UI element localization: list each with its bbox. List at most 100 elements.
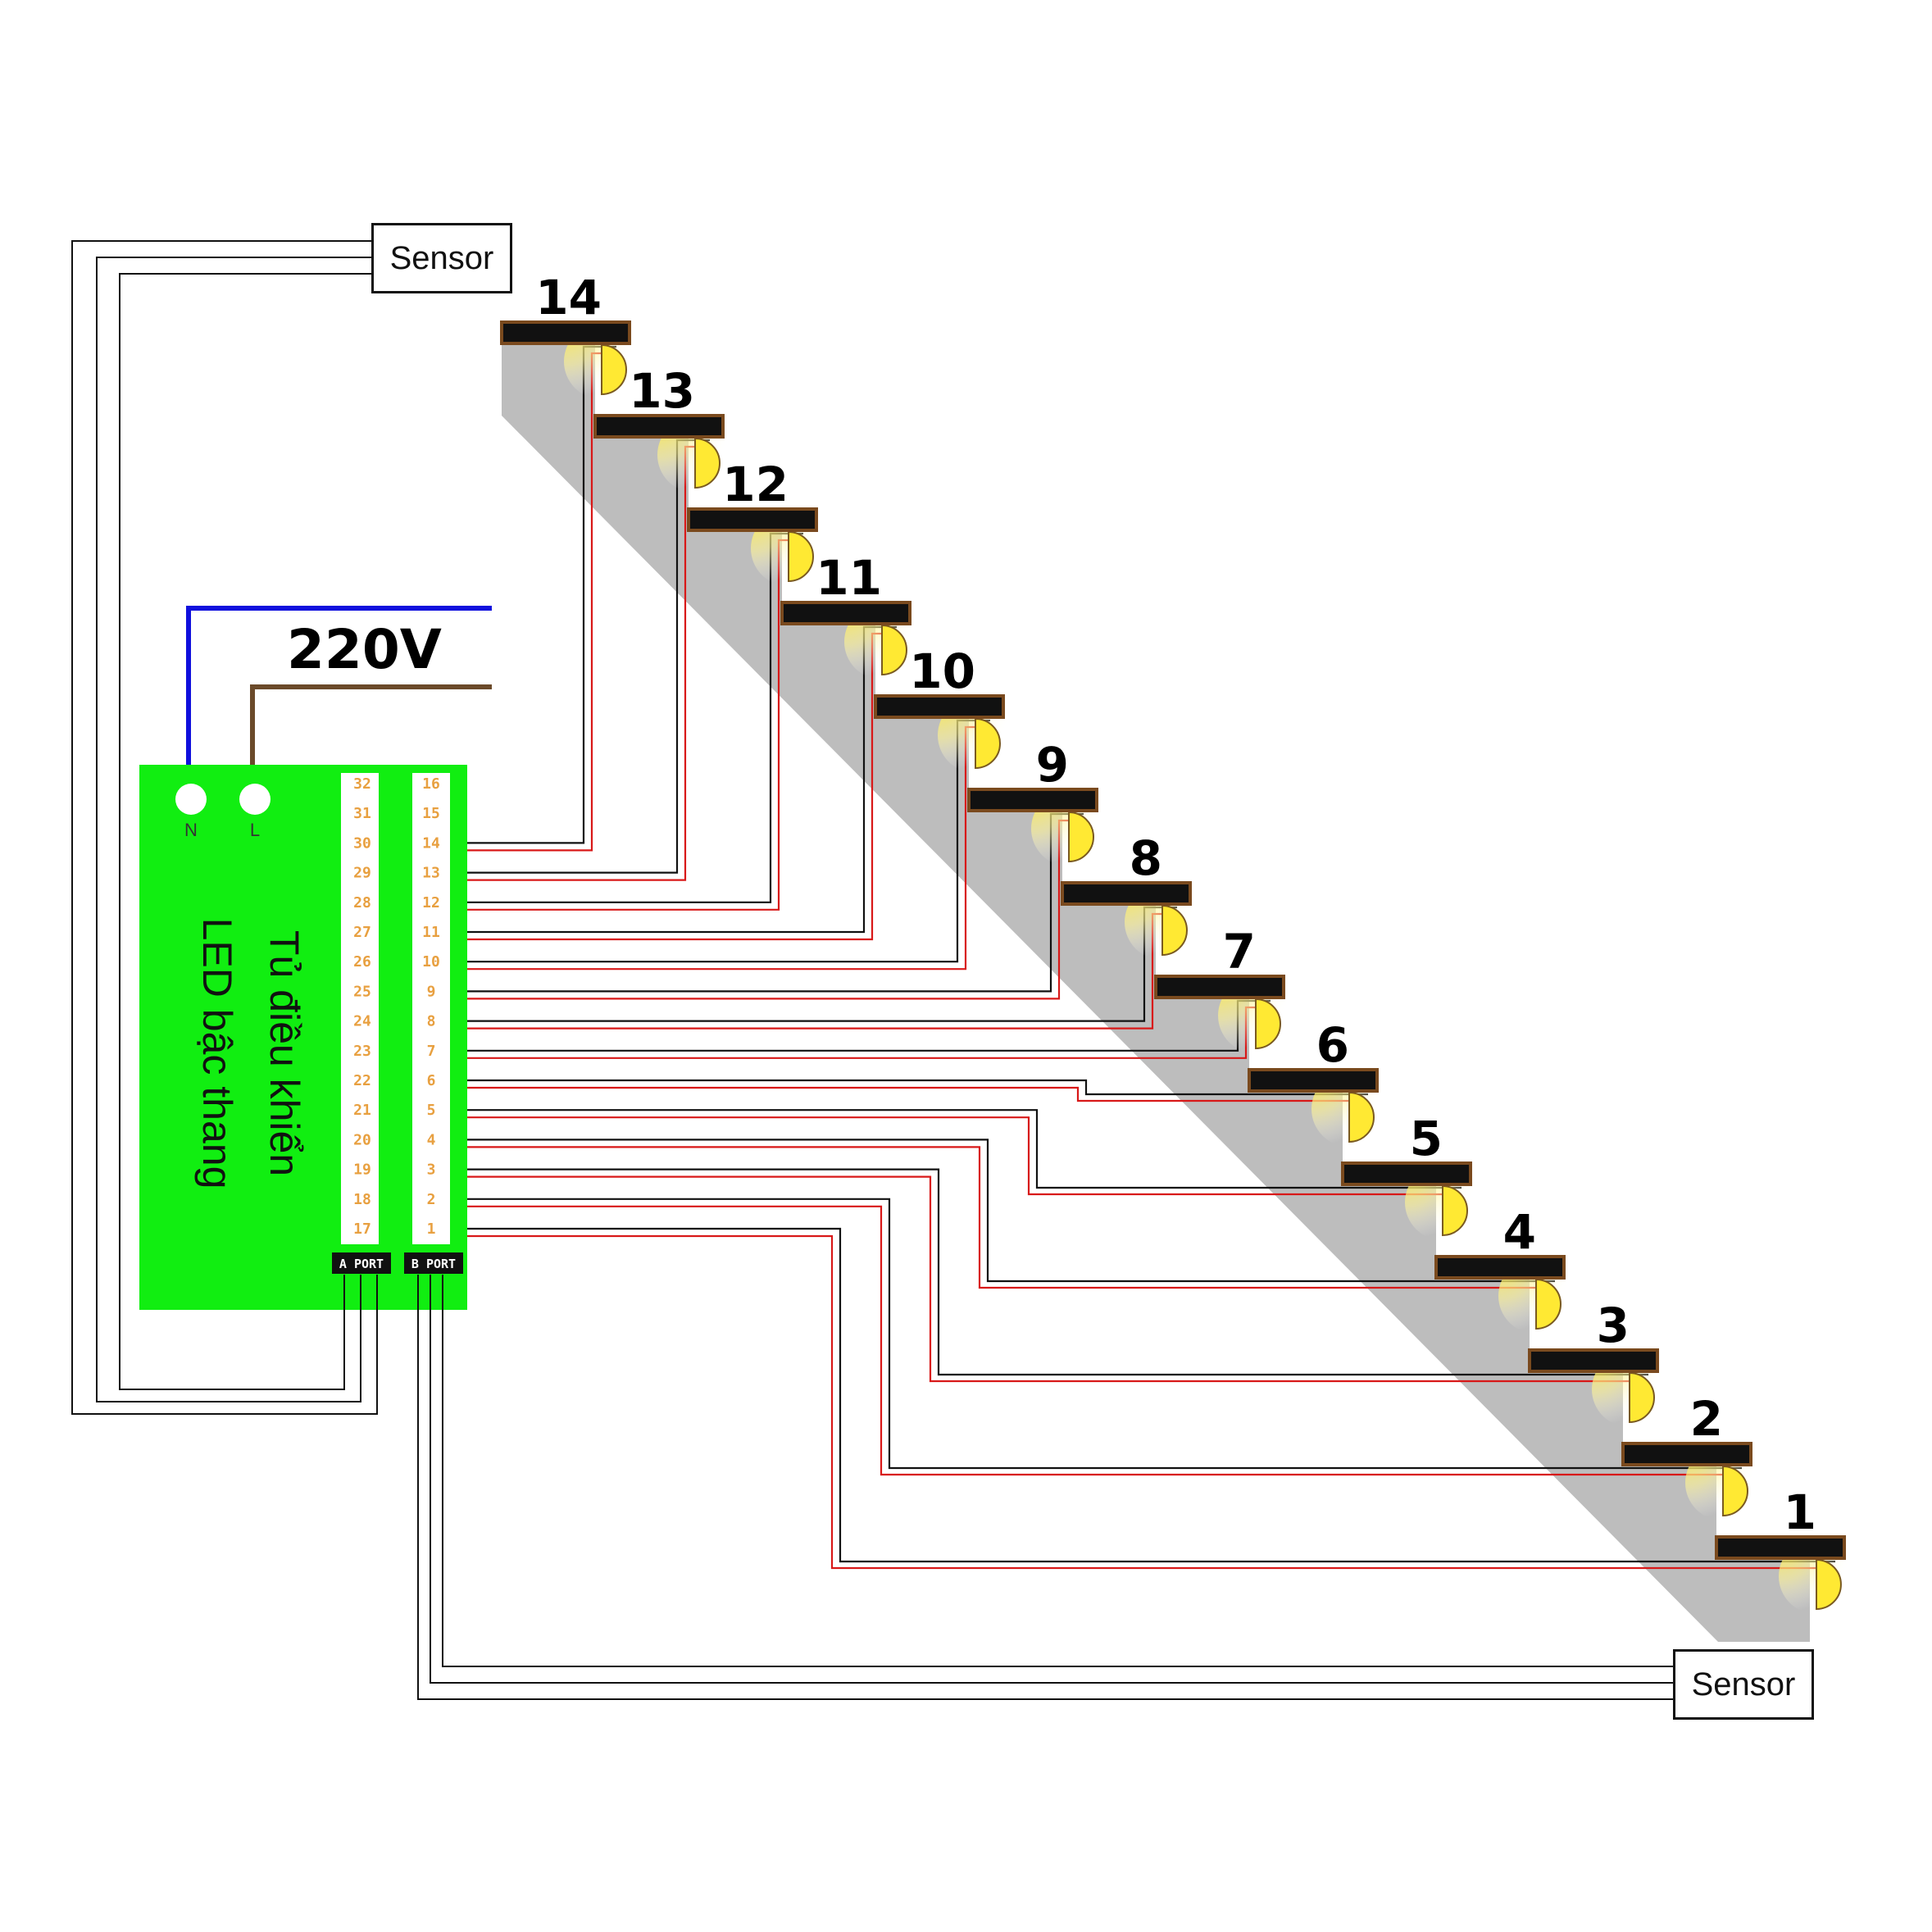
terminal-number-b: 10 (422, 953, 440, 971)
step-tread (1154, 975, 1285, 999)
terminal-number-a: 27 (353, 924, 371, 941)
led-light (1629, 1371, 1655, 1424)
sensor-top[interactable]: Sensor (371, 223, 512, 293)
terminal-number-a: 18 (353, 1191, 371, 1208)
step-number: 2 (1690, 1391, 1723, 1447)
step-number: 12 (722, 457, 789, 512)
led-light (975, 717, 1001, 770)
terminal-number-b: 8 (427, 1013, 436, 1030)
step-tread (1715, 1535, 1846, 1560)
terminal-number-a: 24 (353, 1013, 371, 1030)
terminal-l[interactable] (239, 784, 270, 815)
led-light (1816, 1558, 1842, 1611)
terminal-number-b: 11 (422, 924, 440, 941)
step-number: 7 (1223, 924, 1256, 980)
led-light (1068, 811, 1094, 863)
step-number: 5 (1410, 1111, 1443, 1166)
terminal-number-b: 1 (427, 1221, 436, 1238)
board-title-line1: Tủ điều khiển (261, 930, 307, 1176)
board-title: Tủ điều khiển LED bậc thang (194, 918, 307, 1189)
step-number: 14 (535, 270, 602, 325)
neutral-wire (186, 606, 492, 795)
terminal-number-a: 22 (353, 1072, 371, 1089)
sensor-top-cable-3 (119, 273, 373, 1390)
terminal-number-a: 19 (353, 1161, 371, 1179)
terminal-number-b: 14 (422, 834, 440, 852)
step-tread (1248, 1068, 1379, 1093)
terminal-number-a: 23 (353, 1043, 371, 1060)
board-title-line2: LED bậc thang (194, 918, 240, 1189)
port-b[interactable] (404, 1252, 463, 1274)
led-light (1161, 904, 1188, 957)
step-wire-black (450, 1227, 1835, 1563)
port-a-label: A PORT (339, 1257, 384, 1271)
terminal-number-a: 28 (353, 894, 371, 911)
step-wire-red (450, 1234, 1835, 1570)
step-tread (1621, 1442, 1752, 1466)
terminal-strip-a (341, 773, 379, 1244)
terminal-strip-b (412, 773, 450, 1244)
sensor-top-label: Sensor (389, 239, 494, 276)
terminal-number-b: 12 (422, 894, 440, 911)
step-wire-black (450, 1109, 1462, 1189)
terminal-number-a: 17 (353, 1221, 371, 1238)
step-wire-black (450, 1139, 1555, 1283)
step-tread (874, 694, 1005, 719)
terminal-number-a: 32 (353, 775, 371, 793)
terminal-number-a: 21 (353, 1102, 371, 1119)
terminal-number-a: 30 (353, 834, 371, 852)
step-tread (967, 788, 1098, 812)
terminal-number-a: 26 (353, 953, 371, 971)
sensor-bottom-cable-3 (442, 1275, 1675, 1667)
terminal-number-a: 25 (353, 983, 371, 1000)
step-wire-red (450, 1086, 1368, 1102)
step-wire-black (450, 1168, 1648, 1376)
led-light (788, 530, 814, 583)
terminal-number-b: 5 (427, 1102, 436, 1119)
sensor-bottom-cable-2 (430, 1275, 1675, 1684)
step-tread (593, 414, 725, 439)
step-number: 1 (1784, 1484, 1816, 1540)
sensor-bottom-label: Sensor (1691, 1666, 1796, 1702)
terminal-number-b: 15 (422, 805, 440, 822)
voltage-label: 220V (287, 618, 442, 681)
led-light (1535, 1278, 1562, 1330)
port-a[interactable] (332, 1252, 391, 1274)
step-tread (687, 507, 818, 532)
controller-board: N L Tủ điều khiển LED bậc thang 32313029… (139, 765, 467, 1310)
live-wire (250, 684, 492, 795)
led-light (881, 624, 907, 676)
step-tread (500, 320, 631, 345)
step-tread (1528, 1348, 1659, 1373)
led-light (1348, 1091, 1375, 1143)
terminal-number-b: 13 (422, 865, 440, 882)
port-b-label: B PORT (411, 1257, 456, 1271)
terminal-number-b: 6 (427, 1072, 436, 1089)
terminal-number-b: 2 (427, 1191, 436, 1208)
terminal-number-b: 7 (427, 1043, 436, 1060)
step-wire-red (450, 1175, 1648, 1383)
led-light (601, 343, 627, 396)
step-number: 10 (909, 643, 975, 699)
step-number: 3 (1597, 1298, 1630, 1353)
step-number: 6 (1316, 1017, 1349, 1073)
terminal-number-a: 31 (353, 805, 371, 822)
step-wire-red (450, 1146, 1555, 1289)
led-light (1722, 1465, 1748, 1517)
power-lines: 220V (186, 606, 492, 795)
step-number: 13 (629, 363, 695, 419)
step-wire-red (450, 1116, 1462, 1196)
terminal-n[interactable] (175, 784, 207, 815)
sensor-bottom[interactable]: Sensor (1673, 1649, 1814, 1720)
terminal-l-label: L (250, 820, 260, 840)
terminal-n-label: N (184, 820, 198, 840)
terminal-number-b: 9 (427, 983, 436, 1000)
sensor-top-cable-1 (71, 240, 378, 1415)
step-number: 11 (816, 550, 882, 606)
terminal-number-b: 3 (427, 1161, 436, 1179)
led-light (1255, 998, 1281, 1050)
step-wire-black (450, 1079, 1368, 1096)
